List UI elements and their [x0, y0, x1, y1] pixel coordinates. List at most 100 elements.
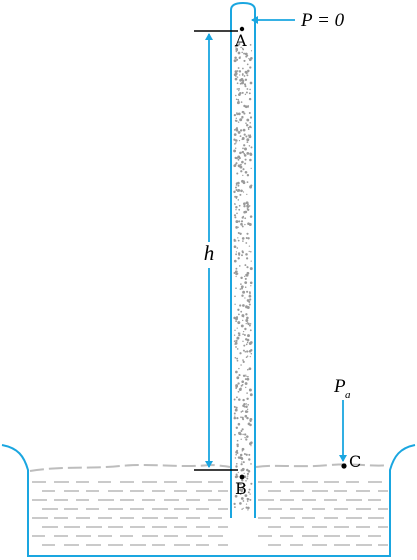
mercury-speck: [238, 374, 241, 377]
mercury-speck: [241, 410, 244, 413]
mercury-speck: [247, 128, 250, 131]
mercury-speck: [242, 483, 245, 485]
mercury-speck: [239, 165, 243, 169]
mercury-speck: [235, 406, 238, 409]
mercury-speck: [235, 189, 238, 191]
mercury-speck: [242, 507, 244, 509]
mercury-speck: [237, 158, 240, 161]
mercury-speck: [249, 134, 251, 136]
mercury-speck: [240, 46, 242, 49]
mercury-speck: [237, 485, 240, 488]
mercury-speck: [233, 113, 237, 117]
mercury-speck: [235, 50, 238, 53]
mercury-speck: [236, 88, 239, 90]
mercury-speck: [247, 368, 249, 371]
mercury-speck: [237, 130, 241, 134]
mercury-speck: [247, 403, 250, 406]
mercury-speck: [242, 340, 244, 343]
mercury-speck: [243, 344, 246, 347]
mercury-speck: [240, 416, 242, 419]
mercury-speck: [241, 51, 243, 54]
mercury-speck: [237, 237, 239, 239]
mercury-speck: [237, 252, 241, 255]
mercury-speck: [240, 222, 243, 226]
mercury-speck: [242, 359, 244, 361]
mercury-speck: [250, 352, 253, 355]
mercury-speck: [235, 267, 238, 270]
mercury-speck: [241, 74, 244, 76]
mercury-speck: [244, 494, 248, 497]
mercury-speck: [244, 382, 248, 385]
mercury-speck: [237, 226, 239, 228]
mercury-speck: [241, 91, 244, 94]
mercury-speck: [241, 81, 245, 85]
mercury-speck: [235, 128, 239, 132]
mercury-speck: [243, 334, 246, 336]
mercury-speck: [233, 416, 237, 420]
mercury-speck: [246, 74, 249, 77]
mercury-speck: [242, 128, 246, 132]
mercury-speck: [239, 56, 241, 58]
mercury-speck: [240, 430, 243, 432]
mercury-speck: [241, 450, 243, 452]
mercury-speck: [244, 297, 246, 299]
mercury-speck: [238, 431, 241, 435]
mercury-speck: [237, 482, 241, 486]
mercury-speck: [246, 477, 249, 480]
mercury-speck: [240, 490, 243, 493]
mercury-speck: [235, 426, 238, 429]
mercury-speck: [245, 135, 248, 138]
point-c-label: C: [349, 452, 361, 471]
mercury-speck: [234, 457, 237, 459]
mercury-speck: [240, 384, 243, 387]
mercury-speck: [242, 79, 245, 83]
mercury-speck: [249, 81, 253, 85]
mercury-speck: [244, 147, 247, 151]
mercury-speck: [240, 283, 242, 285]
mercury-speck: [249, 44, 252, 46]
mercury-speck: [247, 126, 250, 129]
mercury-speck: [246, 151, 250, 155]
mercury-speck: [234, 147, 237, 149]
mercury-speck: [237, 308, 240, 311]
mercury-speck: [243, 52, 246, 55]
mercury-speck: [246, 306, 250, 309]
mercury-speck: [244, 433, 247, 436]
mercury-speck: [240, 438, 242, 440]
mercury-speck: [235, 275, 237, 278]
mercury-speck: [235, 253, 238, 256]
mercury-speck: [234, 203, 236, 205]
mercury-speck: [245, 356, 248, 359]
mercury-speck: [239, 488, 242, 492]
mercury-speck: [246, 341, 249, 344]
mercury-speck: [235, 384, 239, 387]
mercury-speck: [237, 199, 240, 201]
mercury-speck: [241, 73, 244, 76]
mercury-speck: [247, 105, 250, 107]
mercury-speck: [249, 66, 252, 69]
mercury-speck: [249, 323, 252, 325]
mercury-speck: [239, 453, 243, 457]
mercury-speck: [246, 63, 249, 66]
mercury-speck: [236, 357, 239, 360]
mercury-speck: [246, 408, 249, 411]
mercury-speck: [234, 195, 237, 198]
mercury-speck: [245, 55, 248, 58]
mercury-speck: [235, 70, 238, 73]
mercury-speck: [247, 475, 249, 477]
mercury-speck: [246, 497, 249, 501]
mercury-speck: [237, 257, 240, 260]
mercury-speck: [244, 327, 247, 331]
mercury-speck: [242, 290, 246, 294]
mercury-speck: [244, 52, 248, 56]
mercury-speck: [248, 111, 251, 115]
mercury-speck: [248, 458, 251, 461]
mercury-speck: [235, 370, 238, 374]
mercury-speck: [235, 139, 238, 142]
mercury-speck: [246, 257, 249, 260]
point-a-dot: [239, 26, 245, 32]
mercury-speck: [246, 88, 249, 90]
mercury-speck: [245, 480, 247, 482]
mercury-speck: [237, 190, 239, 193]
